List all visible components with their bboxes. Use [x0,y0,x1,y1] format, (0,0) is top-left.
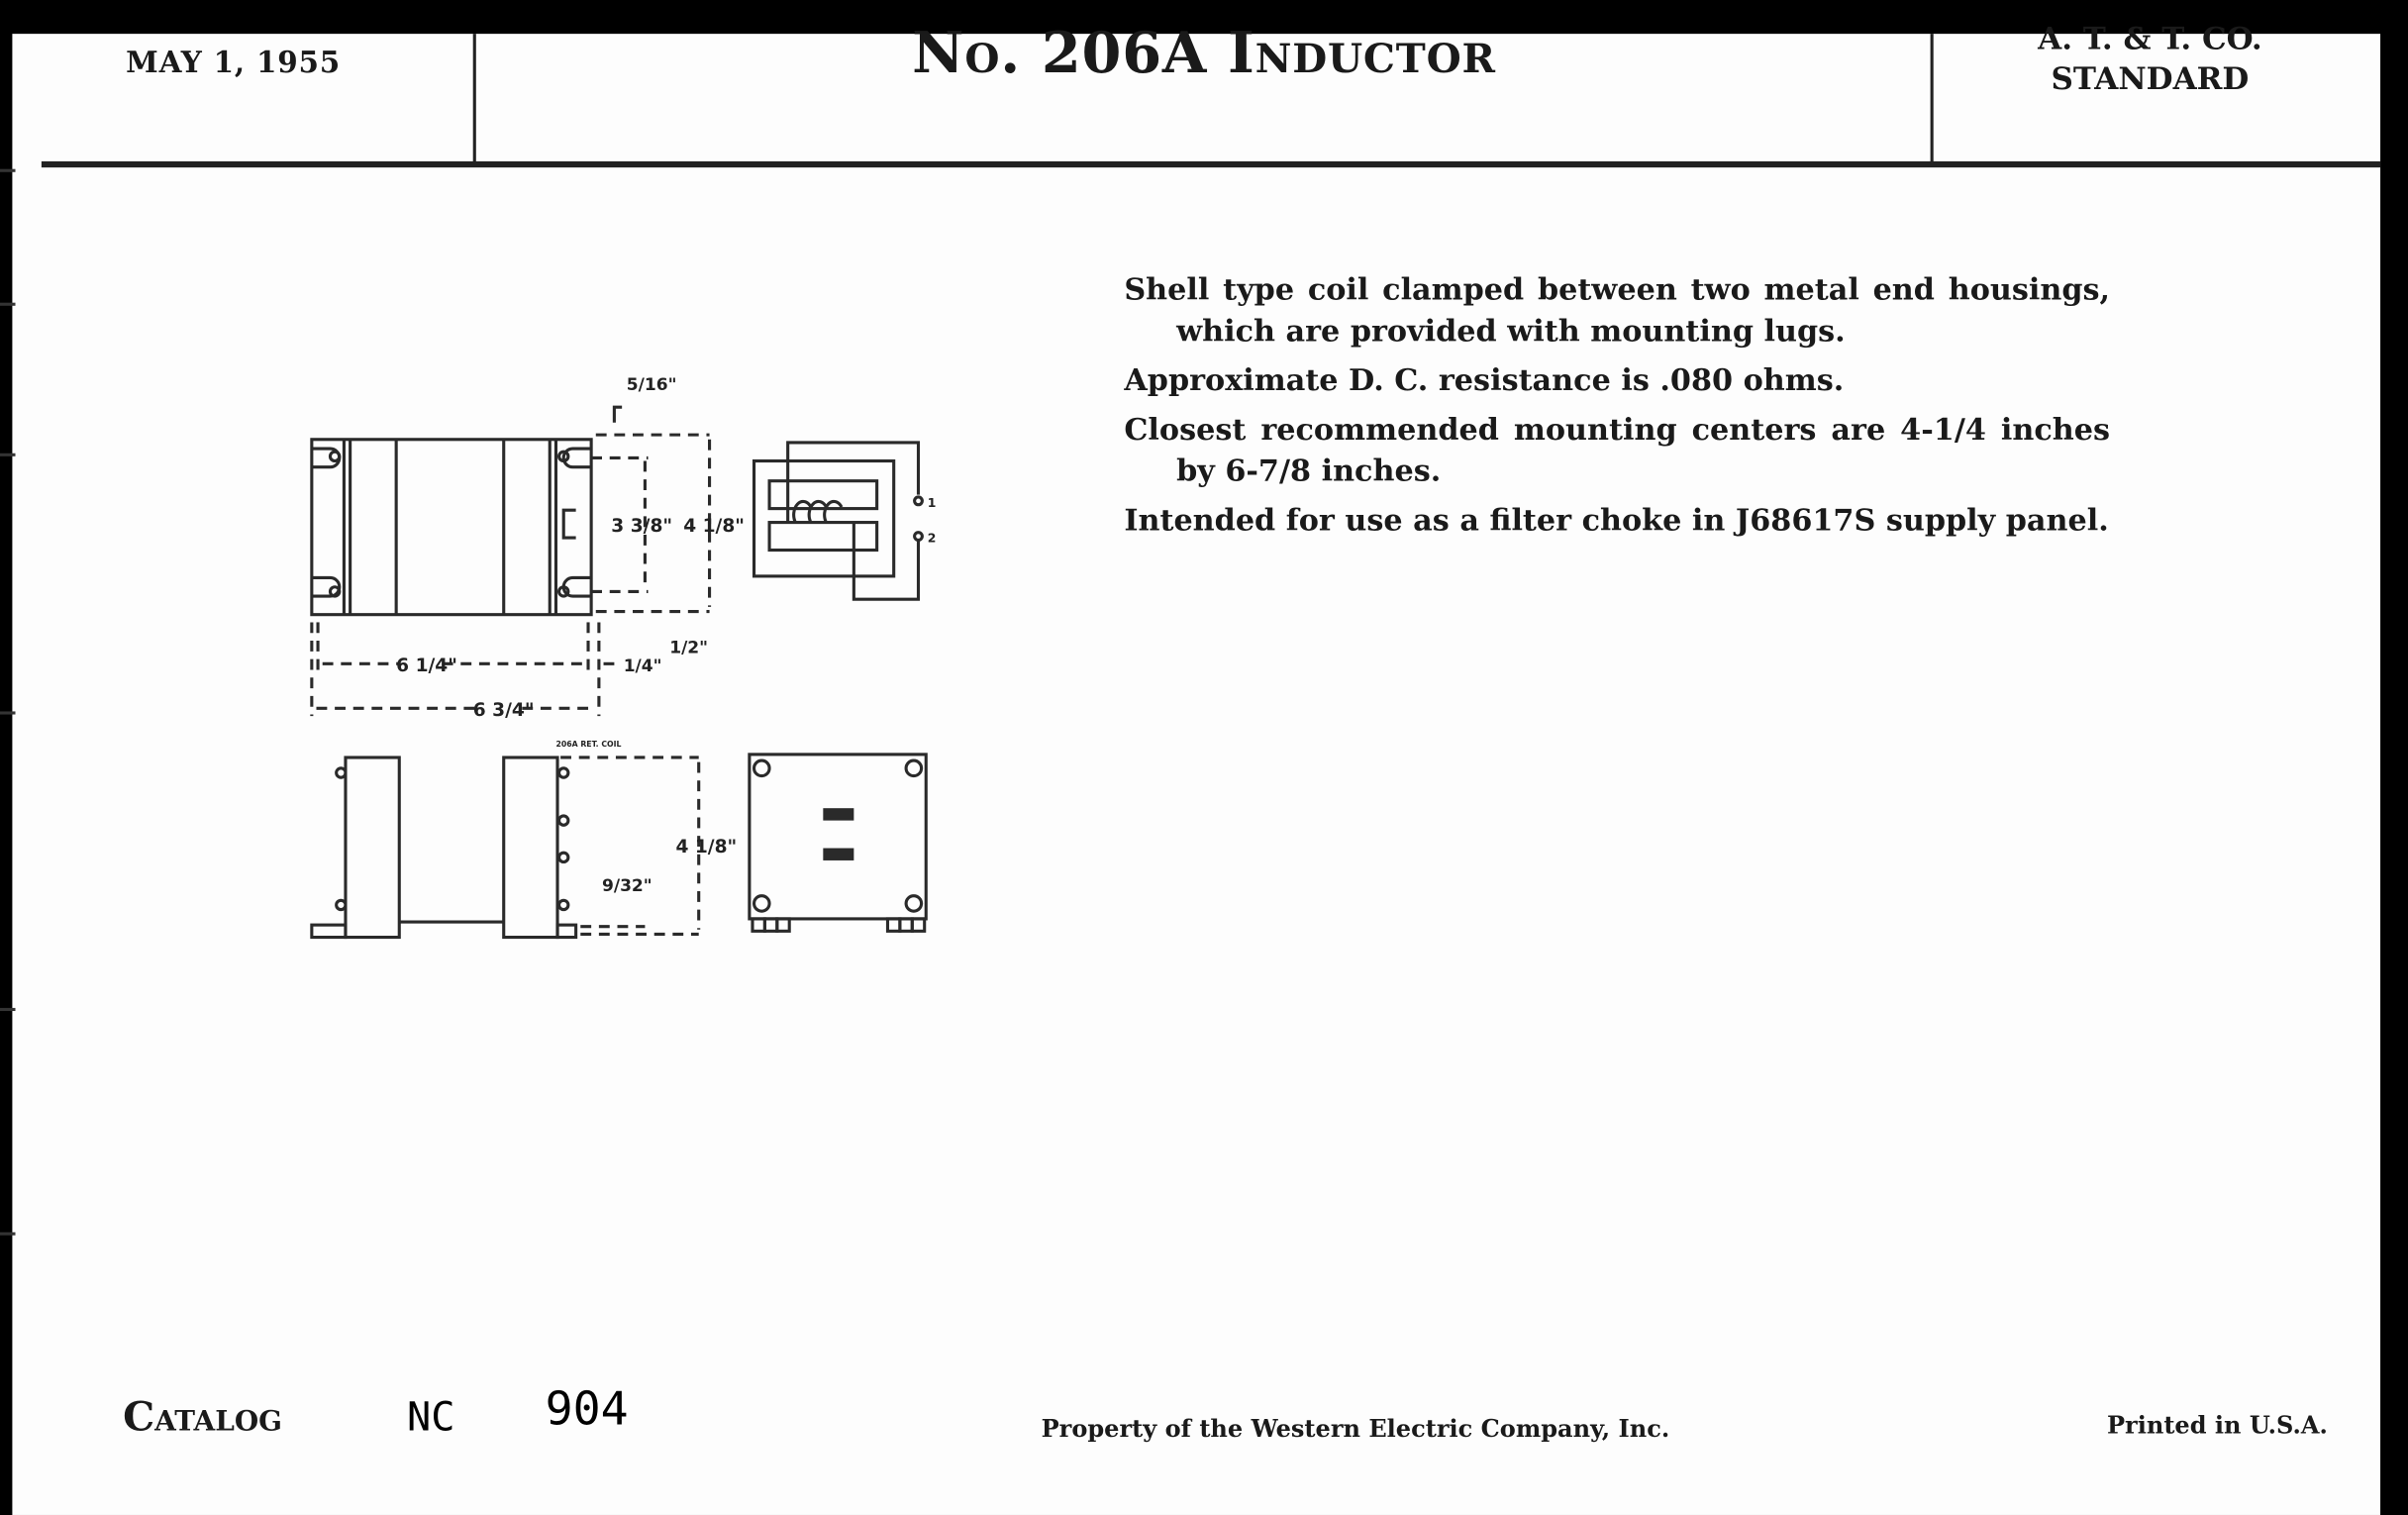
side-view [310,756,701,940]
header-divider [1930,34,1934,165]
catalog-page [12,34,2381,1515]
margin-tick [0,302,16,306]
dim-3-3-8: 3 3/8" [611,516,672,537]
description-paragraph: Shell type coil clamped between two meta… [1124,271,2111,350]
description: Shell type coil clamped between two meta… [1124,269,2110,549]
end-view [748,753,928,933]
printed-notice: Printed in U.S.A. [2106,1410,2328,1440]
top-view [310,405,712,717]
dim-5-16: 5/16" [627,375,677,395]
catalog-label: Catalog [123,1394,283,1442]
nameplate-text: 206A RET. COIL [555,740,621,749]
margin-tick [0,1007,16,1012]
issue-date: MAY 1, 1955 [126,46,342,80]
header-rule [41,160,2381,168]
page-title: No. 206A Inductor [912,18,1496,86]
dim-6-1-4: 6 1/4" [396,656,457,676]
terminal-2-label: 2 [928,531,937,546]
dim-4-1-8-side: 4 1/8" [675,837,737,858]
description-paragraph: Closest recommended mounting centers are… [1124,411,2111,489]
standard-label: A. T. & T. CO. STANDARD [1920,19,2380,99]
dim-6-3-4: 6 3/4" [473,700,535,721]
description-paragraph: Approximate D. C. resistance is .080 ohm… [1124,362,1845,398]
property-notice: Property of the Western Electric Company… [1041,1413,1670,1444]
terminal-1-label: 1 [928,495,937,510]
dim-9-32: 9/32" [602,876,652,896]
standard-line-1: A. T. & T. CO. [2038,20,2262,57]
margin-tick [0,711,16,715]
dim-1-2: 1/2" [669,638,708,657]
winding-schematic [752,441,924,601]
standard-line-2: STANDARD [2051,59,2250,97]
margin-tick [0,453,16,456]
catalog-prefix: NC [407,1394,455,1442]
dim-1-4: 1/4" [624,656,662,676]
dim-4-1-8-top: 4 1/8" [683,516,745,537]
description-paragraph: Intended for use as a filter choke in J6… [1124,502,2109,539]
header-divider [472,34,476,165]
margin-tick [0,1232,16,1236]
catalog-number: 904 [545,1382,629,1437]
margin-tick [0,168,16,172]
